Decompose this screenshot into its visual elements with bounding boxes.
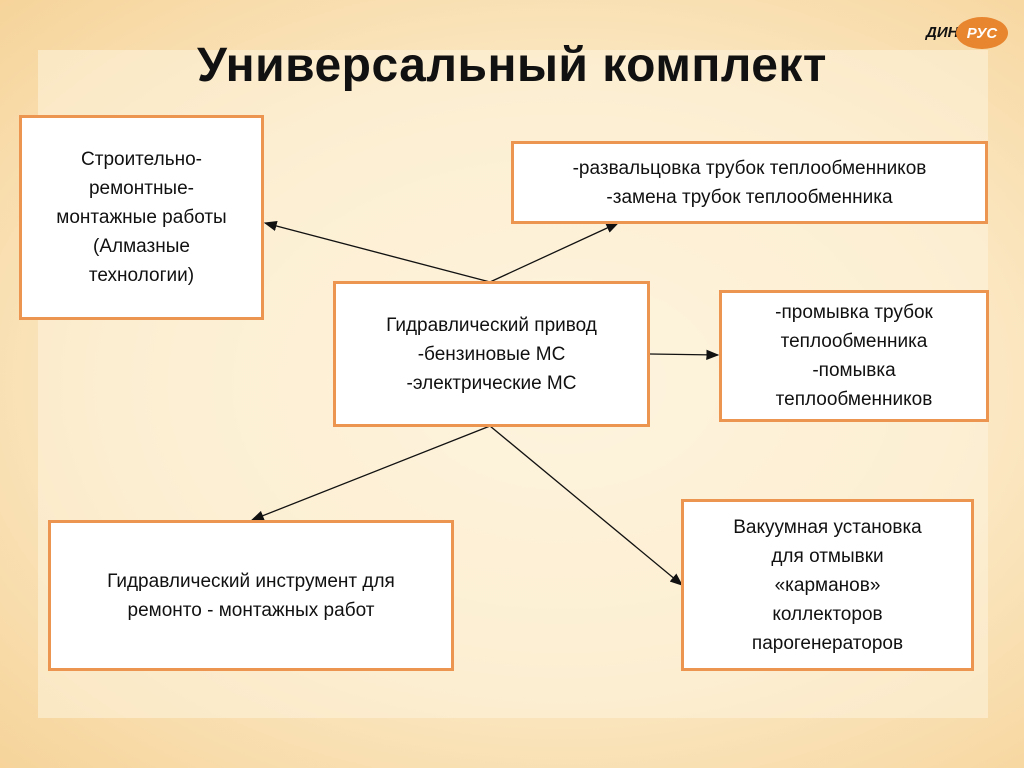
- arrow-to-top-right: [489, 222, 620, 283]
- arrow-to-bottom-left: [250, 425, 491, 521]
- arrow-to-middle-right: [649, 349, 720, 361]
- box-line: Строительно-: [81, 149, 202, 170]
- box-line: -помывка: [812, 360, 896, 381]
- box-line: парогенераторов: [751, 632, 904, 654]
- box-line: (Алмазные: [93, 236, 190, 257]
- box-line: -развальцовка трубок теплообменников: [572, 157, 927, 179]
- arrow-to-bottom-right: [489, 425, 684, 586]
- box-line: коллекторов: [772, 603, 883, 625]
- box-line: Гидравлический привод: [386, 314, 597, 336]
- box-hydraulic-tools: Гидравлический инструмент для ремонто - …: [48, 520, 454, 671]
- box-construction-works: Строительно- ремонтные- монтажные работы…: [19, 115, 264, 320]
- logo-right-text: РУС: [966, 24, 998, 42]
- page-title: Универсальный комплект: [197, 39, 827, 92]
- box-line: Вакуумная установка: [733, 516, 922, 538]
- box-line: для отмывки: [771, 545, 884, 567]
- box-line: ремонтные-: [88, 178, 194, 199]
- box-hydraulic-drive: Гидравлический привод -бензиновые МС -эл…: [333, 281, 650, 427]
- logo-oval: РУС: [956, 17, 1008, 49]
- box-line: -промывка трубок: [775, 302, 933, 323]
- box-line: «карманов»: [774, 574, 881, 596]
- box-tube-rolling: -развальцовка трубок теплообменников -за…: [511, 141, 988, 224]
- logo: ДИН РУС: [926, 17, 1008, 51]
- box-line: -замена трубок теплообменника: [606, 186, 893, 208]
- box-line: -электрические МС: [406, 372, 577, 394]
- box-line: теплообменников: [775, 389, 933, 410]
- box-line: технологии): [88, 265, 195, 286]
- box-vacuum-unit: Вакуумная установка для отмывки «кармано…: [681, 499, 974, 671]
- box-line: -бензиновые МС: [417, 343, 566, 365]
- box-tube-flushing: -промывка трубок теплообменника -помывка…: [719, 290, 989, 422]
- arrow-to-top-left: [263, 220, 491, 283]
- box-line: Гидравлический инструмент для: [107, 570, 395, 592]
- logo-left-text: ДИН: [926, 24, 959, 41]
- box-line: монтажные работы: [56, 207, 227, 228]
- box-line: ремонто - монтажных работ: [127, 599, 375, 621]
- box-line: теплообменника: [780, 331, 928, 352]
